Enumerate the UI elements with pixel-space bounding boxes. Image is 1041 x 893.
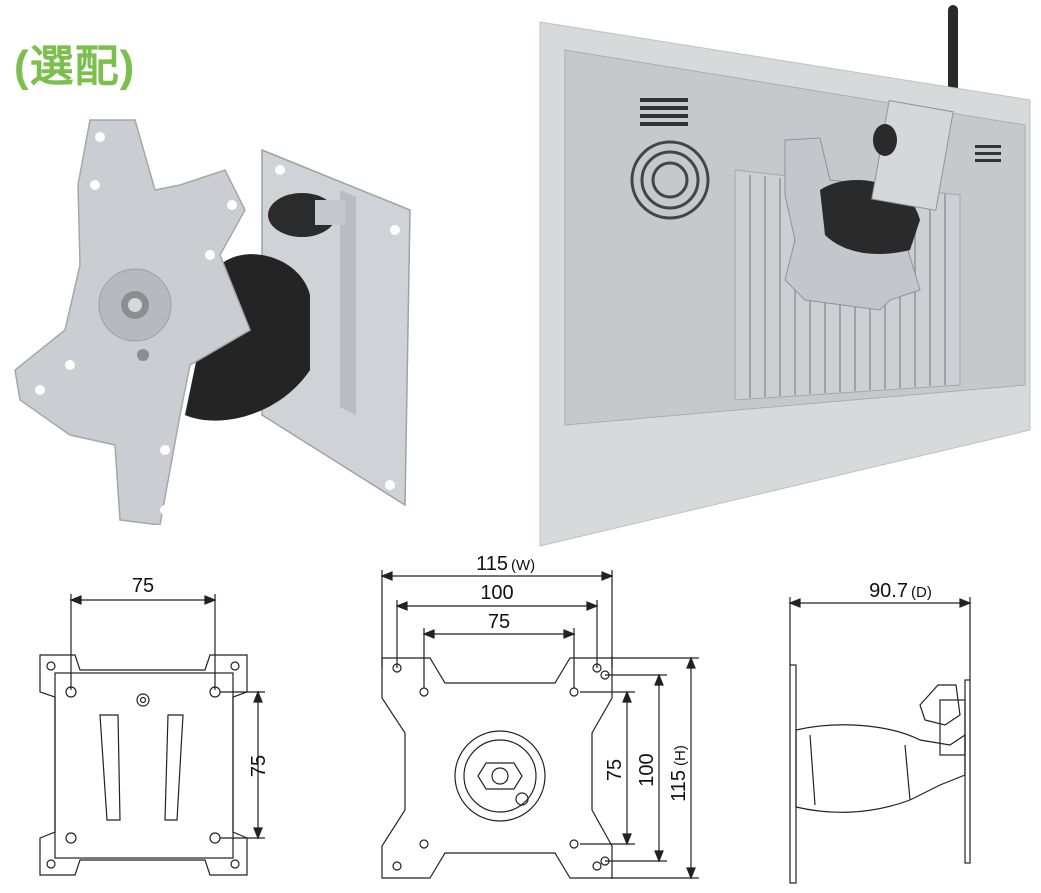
- drawing-plate-75: 75 75: [39, 575, 270, 876]
- dim-label-115-height: 115: [668, 770, 690, 802]
- back-rail: [340, 190, 356, 415]
- mount-bracket-photo: [14, 119, 411, 525]
- slot-right: [164, 714, 184, 821]
- dim-label-75-width: 75: [488, 611, 510, 633]
- center-ring: [454, 730, 546, 822]
- dim-label-75-height: 75: [604, 759, 626, 781]
- knob-profile: [919, 684, 961, 726]
- dim-label-75-width: 75: [132, 575, 154, 597]
- drawing-vesa-plate: 115 (W) 100 75 75 100 115 (H): [380, 553, 699, 880]
- dim-label-depth-unit: (D): [911, 584, 932, 601]
- inner-plate: [54, 672, 234, 859]
- dim-label-width-unit: (W): [511, 557, 535, 574]
- dim-label-height-unit: (H): [672, 745, 689, 766]
- dim-label-75-height: 75: [248, 755, 270, 777]
- dim-label-100-height: 100: [636, 753, 658, 786]
- dim-label-100-width: 100: [480, 582, 513, 604]
- panel-pc-photo: [539, 5, 1031, 547]
- slot-left: [99, 714, 121, 821]
- page-title: (選配): [14, 42, 136, 91]
- dim-label-115-width: 115: [476, 553, 508, 575]
- drawing-side-profile: 90.7 (D): [788, 580, 972, 884]
- vesa-outline: [381, 657, 613, 879]
- dim-label-depth: 90.7: [869, 580, 908, 602]
- top-vent: [640, 98, 688, 126]
- back-plate-edge: [964, 679, 971, 864]
- fan-grill: [630, 140, 710, 220]
- hex-nut: [477, 762, 523, 790]
- plate-outline: [39, 654, 248, 876]
- front-plate-edge: [789, 664, 797, 884]
- side-vent: [975, 145, 1001, 162]
